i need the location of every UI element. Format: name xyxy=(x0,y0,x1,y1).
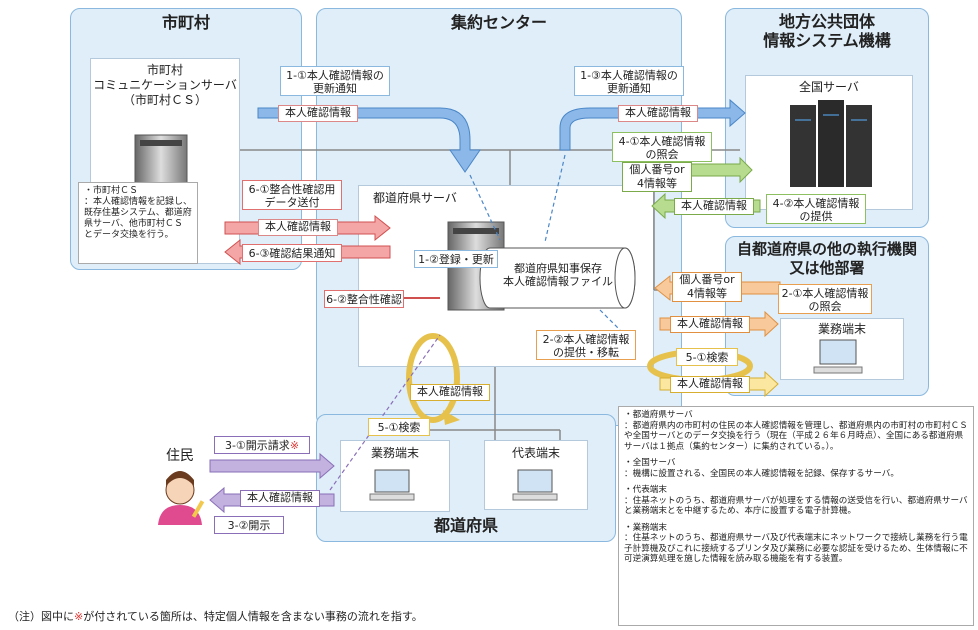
pc-icon-other xyxy=(813,339,863,374)
legend-rep-desc: ：住基ネットのうち、都道府県サーバが処理をする情報の送受信を行い、都道府県サーバ… xyxy=(624,495,968,517)
center-title: 集約センター xyxy=(450,13,547,32)
callout-6-1: 6-①整合性確認用 データ送付 xyxy=(242,180,342,210)
footnote-suffix: が付されている箇所は、特定個人情報を含まない事務の流れを指す。 xyxy=(83,610,423,623)
callout-5-1-pref: 5-①検索 xyxy=(368,418,430,436)
callout-2-1: 2-①本人確認情報 の照会 xyxy=(778,284,872,314)
callout-1-3: 1-③本人確認情報の 更新通知 xyxy=(574,66,684,96)
legend-term-title: ・業務端末 xyxy=(624,522,667,533)
legend-pref-desc: ：都道府県内の市町村の住民の本人確認情報を管理し、都道府県内の市町村の市町村ＣＳ… xyxy=(624,420,968,452)
prefecture-title: 都道府県 xyxy=(433,516,498,535)
legend-term-desc: ：住基ネットのうち、都道府県サーバ及び代表端末にネットワークで接続し業務を行う電… xyxy=(624,533,968,564)
national-server-icon xyxy=(790,100,872,187)
callout-4-1: 4-①本人確認情報 の照会 xyxy=(612,132,712,162)
pc-icon-rep xyxy=(512,469,558,501)
callout-6-2: 6-②整合性確認 xyxy=(324,290,404,308)
arrow-label-center-jlis: 本人確認情報 xyxy=(618,105,698,122)
arrow-label-term-return: 本人確認情報 xyxy=(670,376,750,393)
pc-icon-pref xyxy=(369,469,415,501)
rep-terminal-label: 代表端末 xyxy=(511,446,560,460)
resident-icon xyxy=(158,471,205,525)
callout-6-3: 6-③確認結果通知 xyxy=(242,244,342,262)
other-terminal-label: 業務端末 xyxy=(817,322,866,336)
jlis-title: 地方公共団体 情報システム機構 xyxy=(763,12,891,50)
callout-4-2: 4-②本人確認情報 の提供 xyxy=(766,194,866,224)
national-server-label: 全国サーバ xyxy=(799,80,859,94)
footnote: （注）図中に※が付されている箇所は、特定個人情報を含まない事務の流れを指す。 xyxy=(8,610,608,624)
national-server-box: 全国サーバ xyxy=(745,75,913,210)
cs-title: 市町村 コミュニケーションサーバ （市町村ＣＳ） xyxy=(93,63,237,107)
callout-1-2: 1-②登録・更新 xyxy=(414,250,498,268)
resident-label: 住民 xyxy=(166,448,194,464)
legend-rep-title: ・代表端末 xyxy=(624,485,667,495)
footnote-mark: ※ xyxy=(74,610,84,623)
legend-national-desc: ：機構に設置される、全国民の本人確認情報を記録、保存するサーバ。 xyxy=(624,468,899,479)
pref-server-label: 都道府県サーバ xyxy=(373,191,457,205)
legend-national-title: ・全国サーバ xyxy=(624,458,676,468)
arrow-label-other-return: 本人確認情報 xyxy=(670,316,750,333)
pref-file-label: 都道府県知事保存 本人確認情報ファイル xyxy=(503,262,613,288)
arrow-label-jlis-return: 本人確認情報 xyxy=(674,198,754,215)
arrow-label-cs-center: 本人確認情報 xyxy=(278,105,358,122)
arrow-label-kojin-jlis: 個人番号or 4情報等 xyxy=(622,162,692,192)
callout-5-1-other: 5-①検索 xyxy=(676,348,738,366)
callout-3-1: 3-①開示請求※ xyxy=(214,436,310,454)
callout-1-1: 1-①本人確認情報の 更新通知 xyxy=(280,66,390,96)
callout-2-2: 2-②本人確認情報 の提供・移転 xyxy=(536,330,636,360)
pref-terminal-label: 業務端末 xyxy=(370,446,419,460)
footnote-prefix: （注）図中に xyxy=(8,610,74,623)
legend-pref-title: ・都道府県サーバ xyxy=(624,410,693,420)
other-org-title: 自都道府県の他の執行機関 又は他部署 xyxy=(736,240,917,277)
callout-3-2: 3-②開示 xyxy=(214,516,284,534)
cs-note: ・市町村ＣＳ ：本人確認情報を記録し、既存住基システム、都道府県サーバ、他市町村… xyxy=(78,182,198,264)
municipality-title: 市町村 xyxy=(161,13,210,32)
arrow-label-pref-loop: 本人確認情報 xyxy=(410,384,490,401)
arrow-label-resident: 本人確認情報 xyxy=(240,490,320,507)
callout-3-1-text: 3-①開示請求 xyxy=(224,439,290,452)
arrow-label-kojin-other: 個人番号or 4情報等 xyxy=(672,272,742,302)
callout-3-1-mark: ※ xyxy=(289,439,300,452)
pref-file-icon xyxy=(479,247,636,309)
legend-box: ・都道府県サーバ ：都道府県内の市町村の住民の本人確認情報を管理し、都道府県内の… xyxy=(618,406,974,626)
arrow-label-cs-left: 本人確認情報 xyxy=(258,219,338,236)
